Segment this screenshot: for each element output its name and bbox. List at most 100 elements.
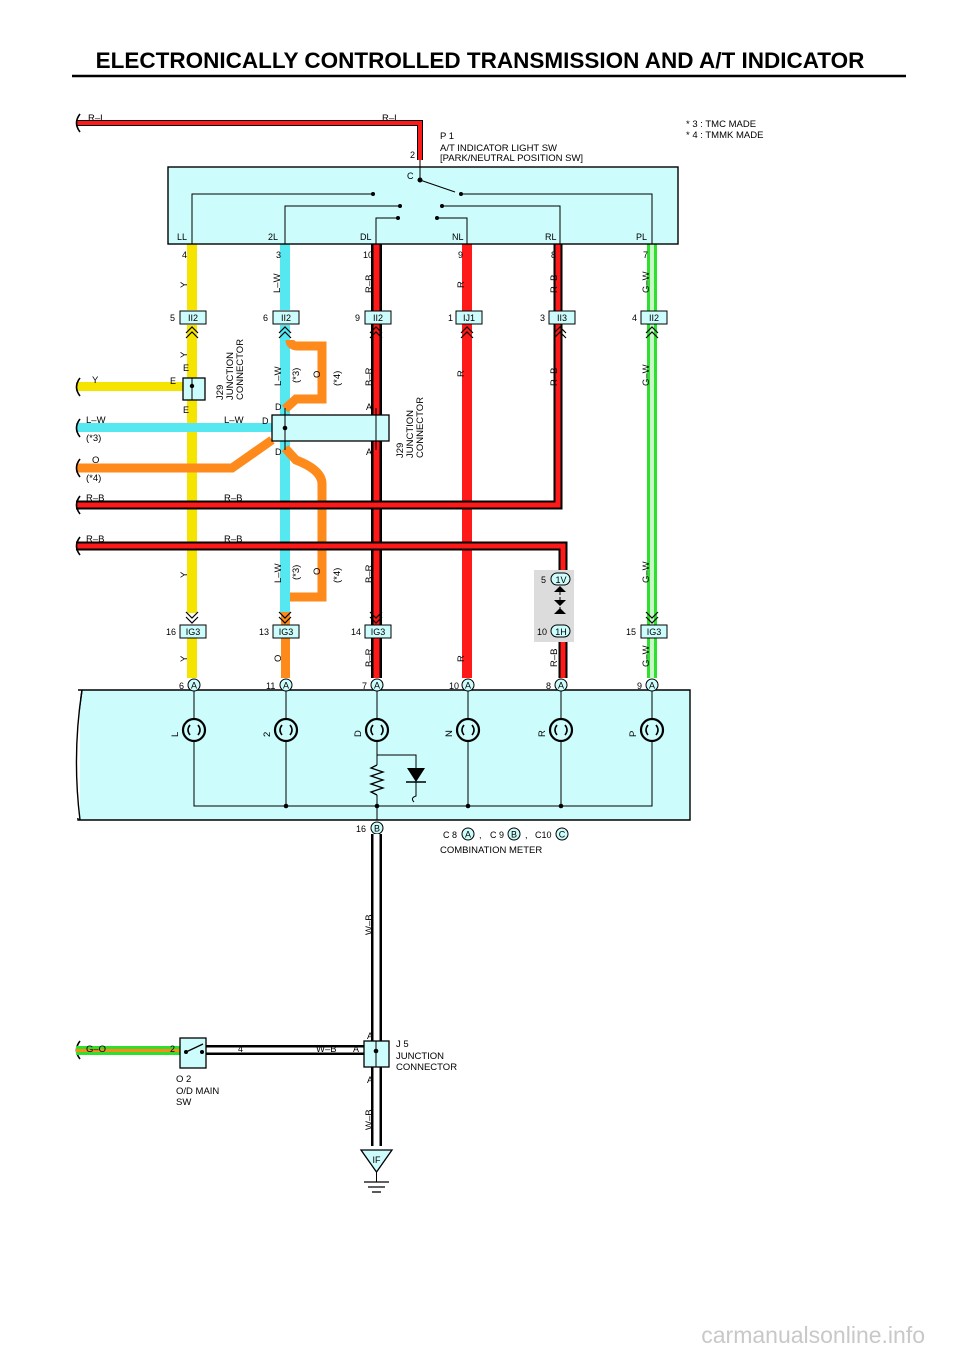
svg-text:L–W: L–W bbox=[272, 273, 283, 293]
svg-text:A: A bbox=[649, 681, 655, 691]
svg-text:C10: C10 bbox=[535, 830, 552, 840]
svg-text:G–W: G–W bbox=[641, 271, 652, 293]
svg-text:R–B: R–B bbox=[364, 275, 375, 293]
svg-text:16: 16 bbox=[166, 627, 176, 637]
svg-text:R–B: R–B bbox=[86, 493, 104, 504]
page-title: ELECTRONICALLY CONTROLLED TRANSMISSION A… bbox=[96, 48, 865, 73]
connector-top-5: 3 II3 bbox=[540, 310, 576, 325]
svg-text:2L: 2L bbox=[268, 232, 278, 242]
p1-terminals: LL 2L DL NL RL PL bbox=[177, 232, 647, 242]
j5-a-left: A bbox=[353, 1044, 359, 1054]
svg-text:16: 16 bbox=[356, 824, 366, 834]
wire-b-r bbox=[371, 244, 382, 678]
meter-connector-legend: C 8 A , C 9 B , C10 C bbox=[443, 827, 569, 841]
svg-text:IG3: IG3 bbox=[371, 627, 386, 637]
j5-name-1: JUNCTION bbox=[396, 1051, 444, 1062]
connector-bottom-1: 16 IG3 bbox=[166, 624, 207, 639]
wire-labels-bottom: Y O B–R R R–B G–W bbox=[179, 645, 652, 667]
svg-text:11: 11 bbox=[266, 681, 275, 691]
ground-label: IF bbox=[373, 1155, 382, 1165]
svg-text:RL: RL bbox=[545, 232, 557, 242]
j5-code: J 5 bbox=[396, 1039, 409, 1050]
svg-text:LL: LL bbox=[177, 232, 187, 242]
svg-text:B: B bbox=[511, 830, 517, 840]
svg-text:JUNCTION: JUNCTION bbox=[405, 410, 416, 458]
svg-text:A: A bbox=[558, 681, 564, 691]
svg-text:4: 4 bbox=[182, 250, 187, 260]
svg-text:7: 7 bbox=[362, 681, 367, 691]
svg-text:P: P bbox=[628, 731, 639, 737]
wire-label-wb-1: W–B bbox=[364, 914, 375, 935]
j29-a-bottom: A bbox=[366, 447, 372, 457]
o2-name-1: O/D MAIN bbox=[176, 1086, 219, 1097]
svg-text:B: B bbox=[374, 824, 380, 834]
svg-text:(*4): (*4) bbox=[332, 568, 343, 583]
p1-common: C bbox=[407, 171, 414, 181]
p1-switch-box bbox=[167, 160, 679, 245]
svg-text:IG3: IG3 bbox=[647, 627, 662, 637]
svg-text:8: 8 bbox=[551, 250, 556, 260]
j29-d-top: D bbox=[275, 402, 282, 412]
svg-text:R–B: R–B bbox=[86, 534, 104, 545]
svg-text:L–W: L–W bbox=[273, 563, 284, 583]
meter-junction-dots bbox=[283, 803, 564, 809]
svg-text:L–W: L–W bbox=[86, 415, 106, 426]
j29-da-connector bbox=[271, 408, 390, 450]
svg-text:9: 9 bbox=[355, 313, 360, 323]
connector-top-3: 9 II2 bbox=[355, 310, 392, 325]
svg-text:R: R bbox=[456, 281, 467, 288]
svg-text:7: 7 bbox=[643, 250, 648, 260]
svg-text:A: A bbox=[465, 681, 471, 691]
svg-text:R–B: R–B bbox=[549, 368, 560, 386]
wire-o bbox=[76, 339, 327, 678]
svg-text:Y: Y bbox=[179, 655, 190, 662]
wire-r-b bbox=[76, 244, 568, 678]
svg-text:(*3): (*3) bbox=[291, 565, 302, 580]
wire-labels-mid: Y L–W (*3) O (*4) B–R R R–B G–W bbox=[179, 351, 652, 386]
wire-label-wb-2: W–B bbox=[316, 1044, 337, 1055]
o2-pin-4: 4 bbox=[238, 1044, 243, 1054]
svg-text:C: C bbox=[559, 830, 566, 840]
svg-text:(*3): (*3) bbox=[86, 433, 101, 444]
svg-text:O: O bbox=[312, 371, 323, 378]
meter-name: COMBINATION METER bbox=[440, 845, 542, 856]
p1-name: A/T INDICATOR LIGHT SW bbox=[440, 143, 557, 154]
lamp-r bbox=[548, 717, 574, 743]
svg-text:15: 15 bbox=[626, 627, 636, 637]
svg-text:B–R: B–R bbox=[364, 648, 375, 667]
svg-text:B–R: B–R bbox=[364, 564, 375, 583]
wire-g-o bbox=[76, 1046, 180, 1055]
j29-d-left: D bbox=[262, 416, 269, 426]
j5-a-top: A bbox=[367, 1031, 373, 1041]
wire-r bbox=[462, 244, 472, 678]
connector-top-6: 4 II2 bbox=[632, 310, 668, 325]
svg-text:II3: II3 bbox=[557, 313, 567, 323]
meter-pins: 6 A 11 A 7 A 10 A 8 A 9 A bbox=[179, 678, 659, 692]
note-tmmk: * 4 : TMMK MADE bbox=[686, 130, 763, 141]
svg-text:(*4): (*4) bbox=[332, 371, 343, 386]
svg-text:2: 2 bbox=[262, 732, 273, 737]
connector-bottom-3: 14 IG3 bbox=[351, 624, 392, 639]
wire-label-rl-left: R–L bbox=[88, 113, 105, 124]
o2-name-2: SW bbox=[176, 1097, 191, 1108]
svg-text:R: R bbox=[456, 655, 467, 662]
connector-top-4: 1 IJ1 bbox=[448, 310, 483, 325]
chevrons-top bbox=[185, 326, 659, 339]
svg-text:DL: DL bbox=[360, 232, 372, 242]
svg-text:O: O bbox=[92, 455, 99, 466]
meter-internal-wiring bbox=[193, 691, 653, 820]
svg-text:JUNCTION: JUNCTION bbox=[225, 352, 236, 400]
svg-text:3: 3 bbox=[276, 250, 281, 260]
svg-text:Y: Y bbox=[179, 351, 190, 358]
svg-text:A: A bbox=[283, 681, 289, 691]
j29-e-bottom: E bbox=[183, 405, 189, 415]
j29-e-top: E bbox=[183, 363, 189, 373]
j29-e-left: E bbox=[170, 376, 176, 386]
ground-icon bbox=[359, 1149, 394, 1193]
svg-text:9: 9 bbox=[458, 250, 463, 260]
svg-text:3: 3 bbox=[540, 313, 545, 323]
o2-code: O 2 bbox=[176, 1074, 191, 1085]
svg-text:6: 6 bbox=[179, 681, 184, 691]
o2-pin-2: 2 bbox=[170, 1044, 175, 1054]
